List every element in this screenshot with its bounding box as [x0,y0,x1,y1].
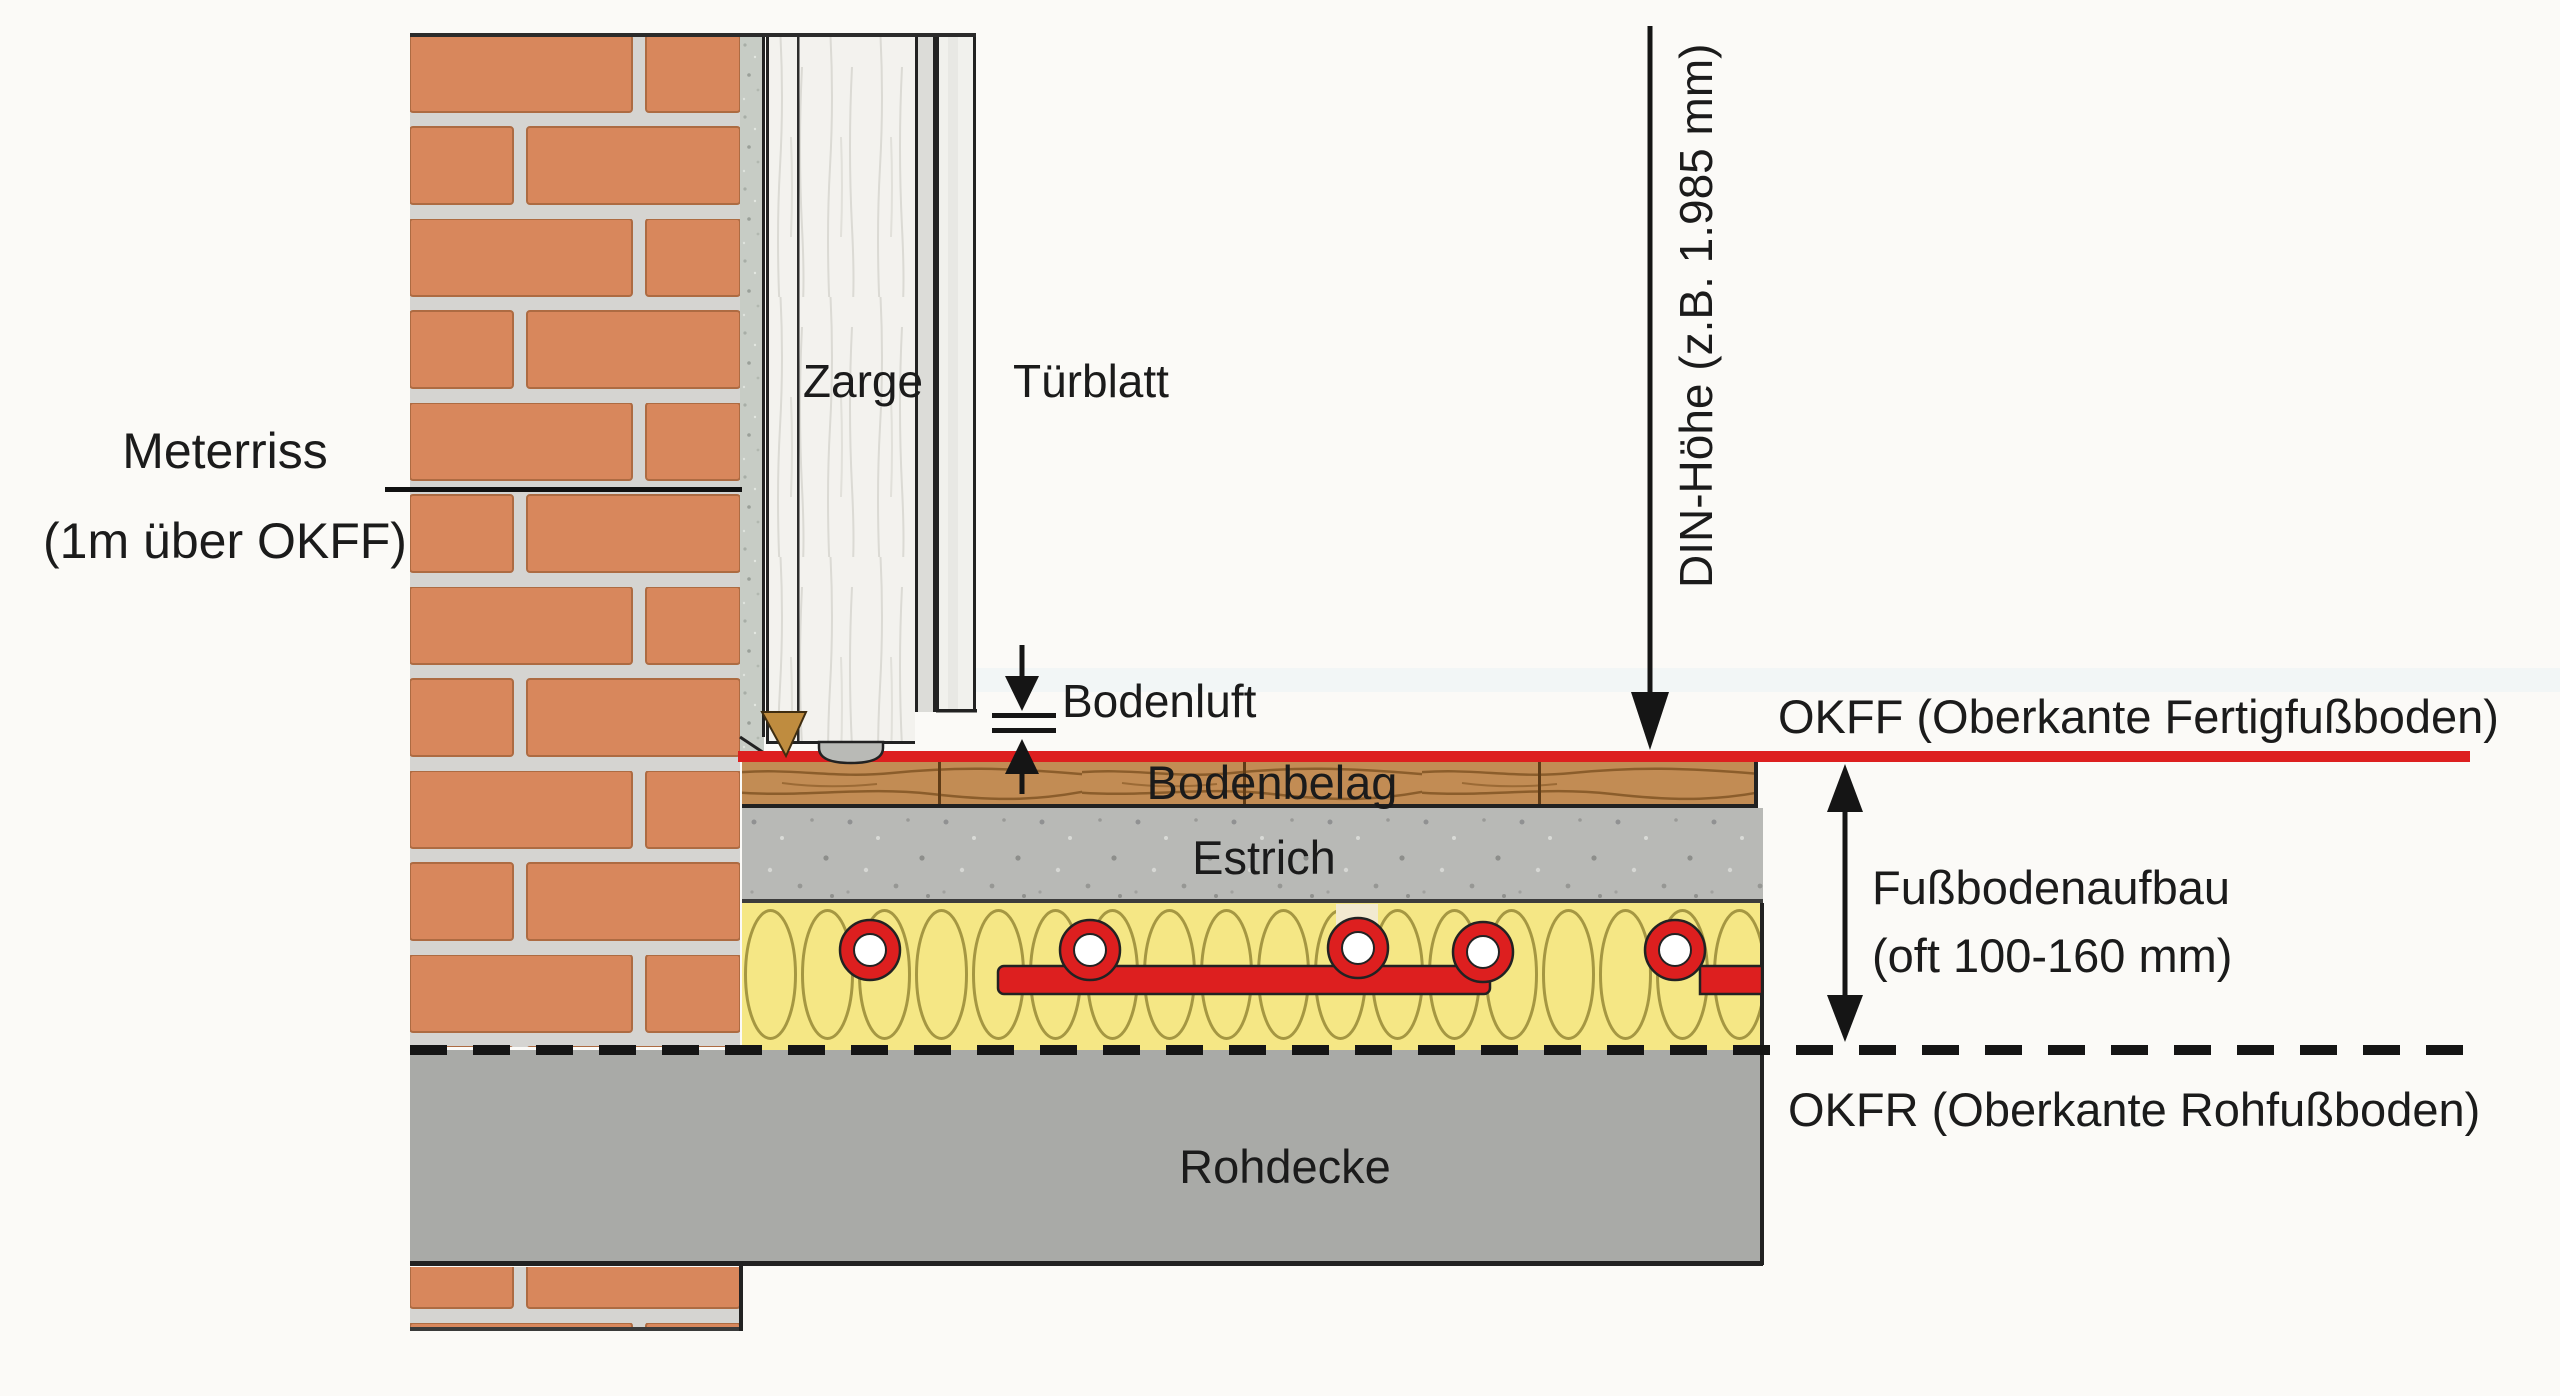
bodenluft-label: Bodenluft [1062,675,1257,727]
door-frame-zarge [760,37,936,765]
din-hoehe-arrowhead-down [1631,692,1669,750]
bodenluft-tick-lower [992,728,1056,733]
door-leaf-tuerblatt [936,37,977,713]
tuerblatt-left-edge [936,37,939,712]
tuerblatt-label: Türblatt [1013,355,1169,407]
zarge-rebate-left-line [915,37,918,712]
bodenbelag-right-edge [1754,762,1758,806]
meterriss-label-line2: (1m über OKFF) [43,513,407,569]
meterriss-label-line1: Meterriss [122,423,328,479]
joint-wedge [760,711,808,759]
rohdecke-body [410,1050,1763,1265]
estrich-bottom-edge [742,899,1763,903]
bodenluft-arrowhead-up [1005,739,1039,774]
fussbodenaufbau-arrowhead-up [1827,764,1863,812]
rohdecke-bottom-edge [410,1261,1763,1266]
bodenluft-dimension [992,645,1056,794]
brick-wall [410,35,743,1331]
tuerblatt-right-edge [973,37,976,712]
okfr-label: OKFR (Oberkante Rohfußboden) [1788,1083,2480,1136]
estrich-layer [742,808,1763,903]
heating-pipes [838,904,1764,996]
brick-wall-lower [410,1267,740,1329]
rohdecke-slab [410,1050,1764,1266]
brick-wall-upper [410,35,740,1047]
plaster-edge-line [762,35,765,737]
heating-pipe-run-short [1698,964,1764,996]
zarge-body [766,37,915,744]
pipe-cross-section-3 [1326,916,1390,980]
zarge-inner-line [797,37,800,744]
estrich-label: Estrich [1192,831,1336,884]
rohdecke-label: Rohdecke [1179,1140,1391,1193]
zarge-rebate-strip [918,37,933,712]
din-hoehe-label: DIN-Höhe (z.B. 1.985 mm) [1670,44,1722,588]
brick-wall-lower-bottom-edge [410,1327,740,1331]
wall-plaster [739,35,765,755]
door-seal [817,740,885,765]
pipe-cross-section-4 [1451,920,1515,984]
bodenbelag-joint-2 [1243,762,1246,806]
brick-wall-lower-right-edge [739,1265,743,1331]
din-hoehe-dimension [1631,26,1669,750]
zarge-left-edge [766,37,769,744]
bodenbelag-layer [742,762,1758,806]
plaster-strip [740,35,764,752]
bodenbelag-label: Bodenbelag [1147,756,1398,809]
zarge-label: Zarge [803,355,923,407]
rohdecke-right-edge [1760,1050,1764,1265]
wall-top-edge [410,33,976,37]
bodenbelag-joint-1 [938,762,941,806]
pipe-cross-section-2 [1058,918,1122,982]
pipe-cross-section-1 [838,918,902,982]
fussbodenaufbau-arrowhead-down [1827,995,1863,1042]
bodenbelag-bottom-edge [742,804,1758,808]
okff-label: OKFF (Oberkante Fertigfußboden) [1778,690,2499,743]
pipe-cross-section-5 [1643,918,1707,982]
plaster-bottom-slant [739,735,765,755]
okff-red-line [738,751,2470,762]
meterriss-line [385,487,742,492]
bodenluft-tick-upper [992,713,1056,718]
floor-assembly [742,762,1764,1050]
fussbodenaufbau-label-line2: (oft 100-160 mm) [1872,929,2232,982]
tuerblatt-bottom-edge [936,709,977,713]
bodenbelag-joint-3 [1538,762,1541,806]
fussbodenaufbau-label-line1: Fußbodenaufbau [1872,861,2230,914]
fussbodenaufbau-dimension [1827,764,1863,1042]
zarge-rebate-right-line [933,37,936,712]
bodenluft-arrowhead-down [1005,676,1039,711]
tuerblatt-shading [948,37,958,710]
